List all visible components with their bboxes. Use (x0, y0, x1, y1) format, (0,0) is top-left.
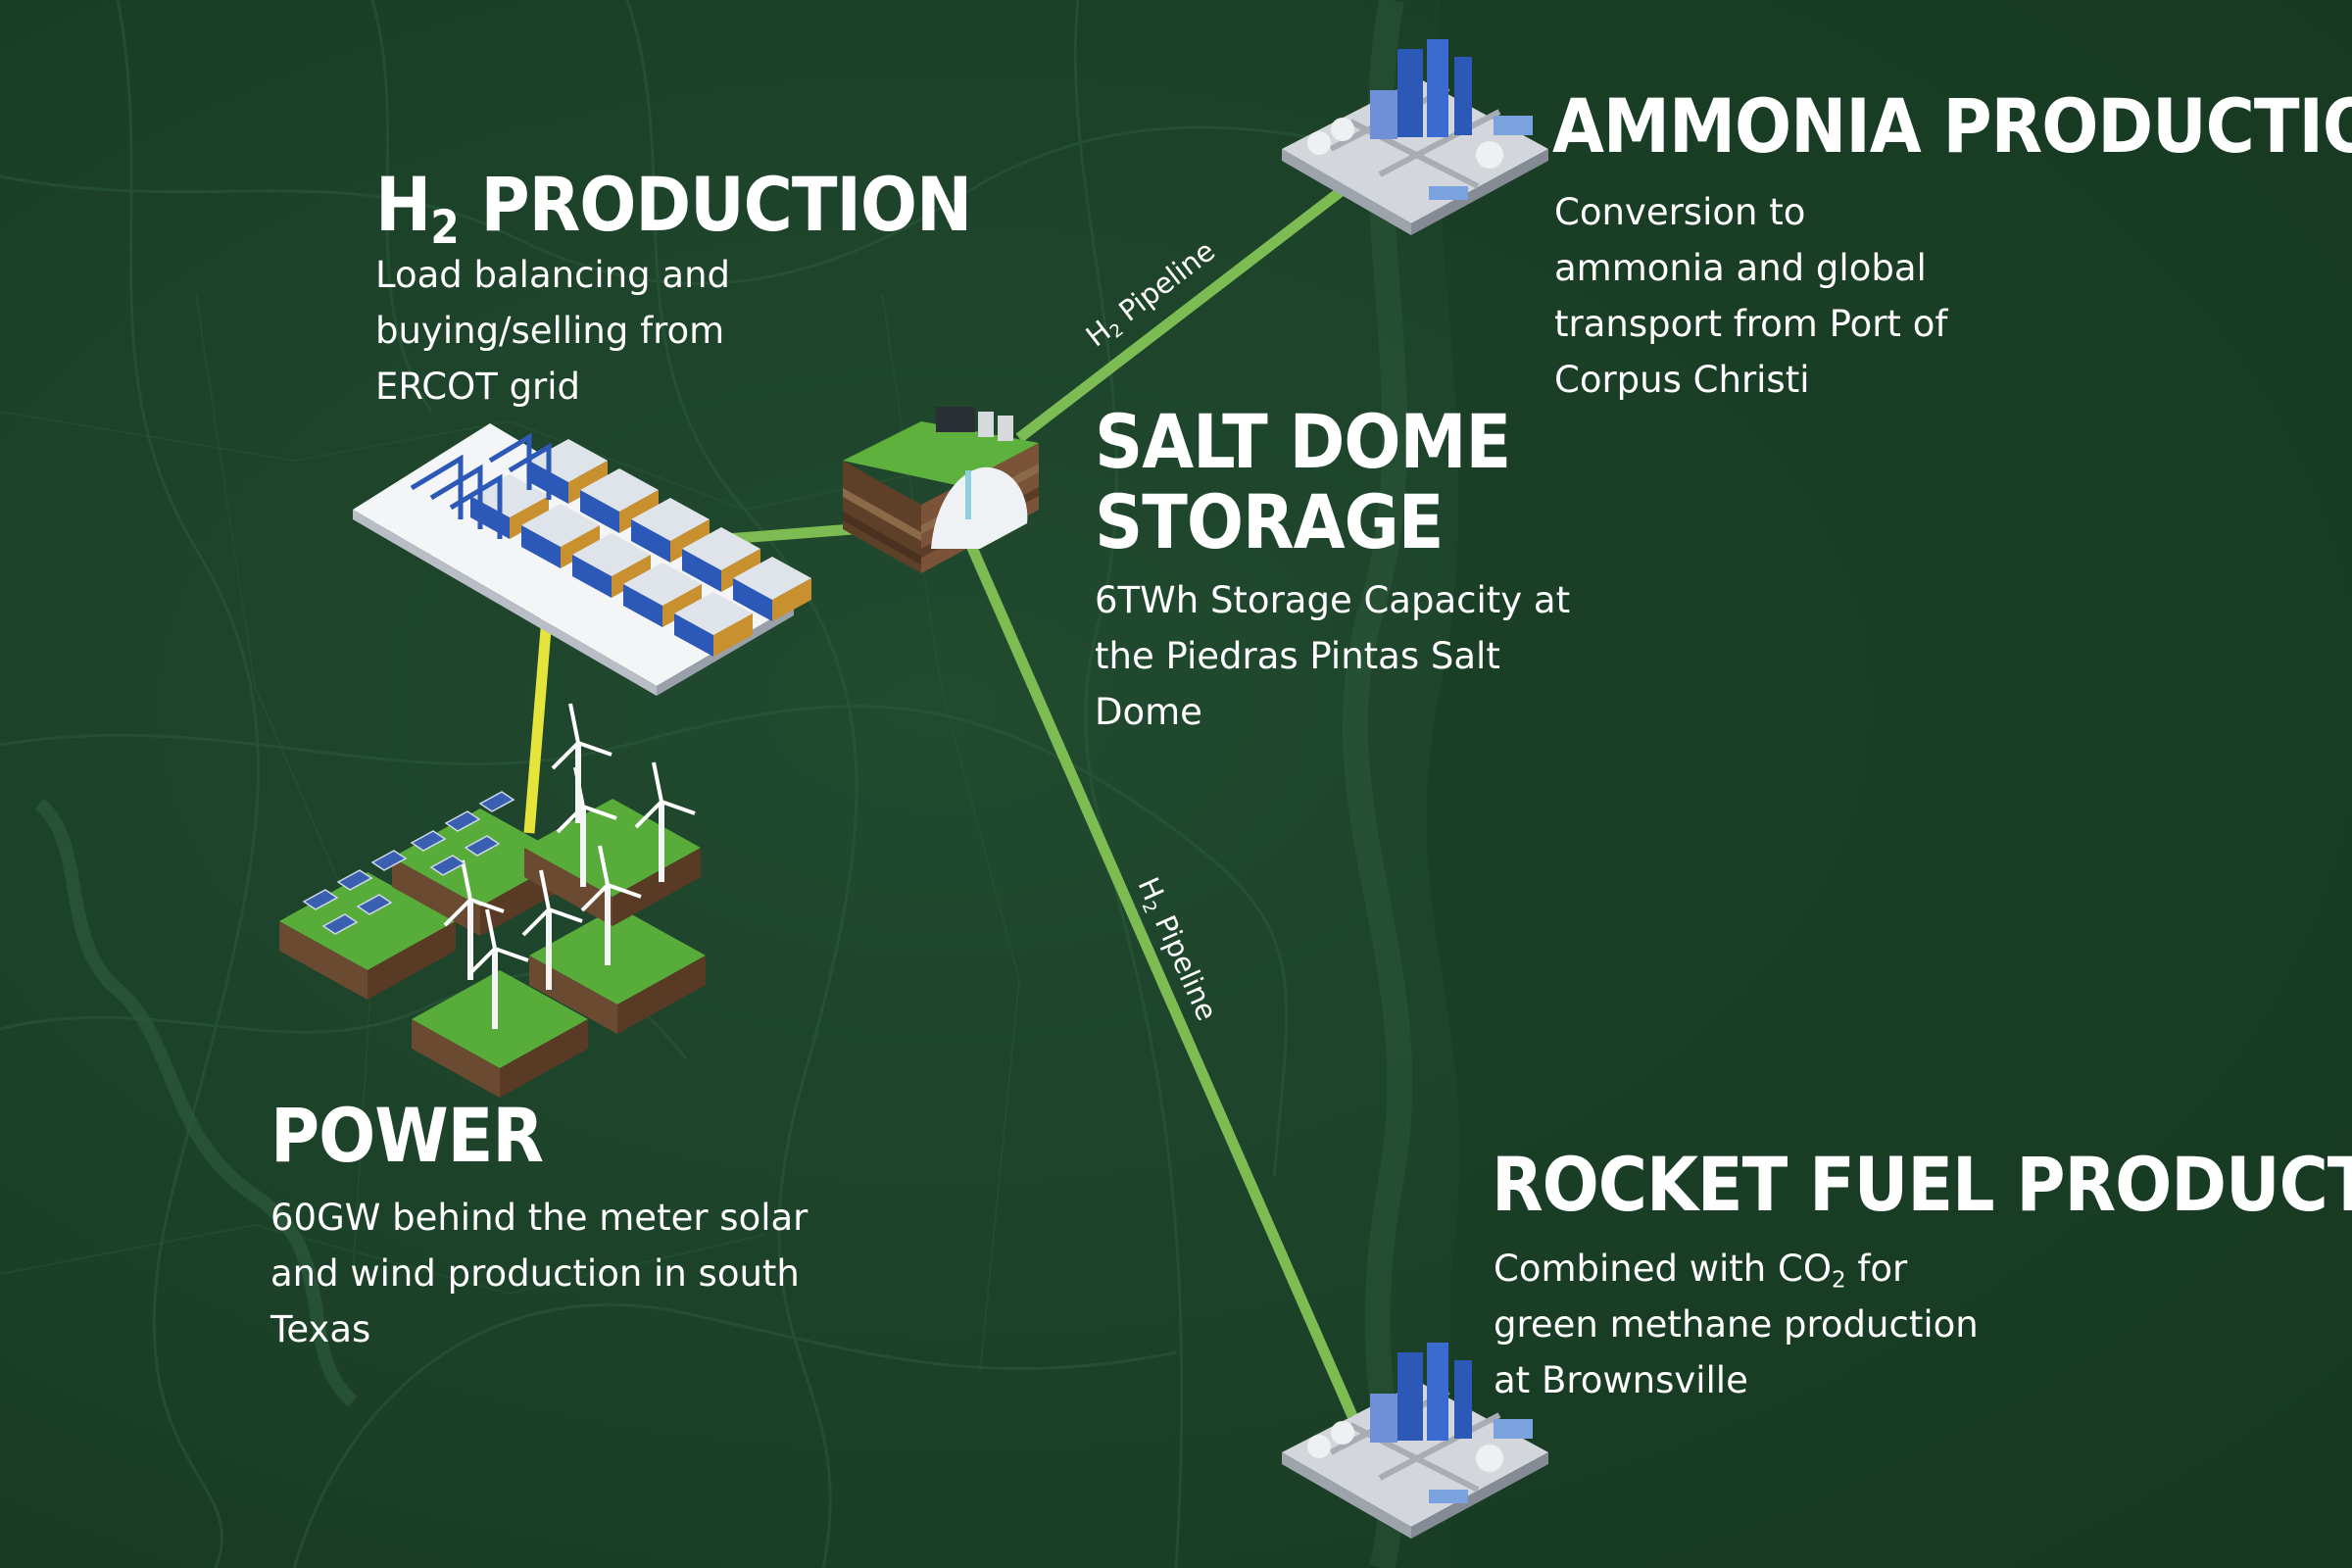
wind-turbine-blade (652, 761, 663, 803)
solar-panel-icon (410, 830, 447, 852)
soil-side (612, 848, 701, 926)
wind-turbine-blade (661, 800, 696, 815)
wind-turbine-blade (568, 703, 580, 744)
salt-dome-storage-description: 6TWh Storage Capacity at the Piedras Pin… (1095, 572, 1570, 740)
desc-line: at Brownsville (1494, 1359, 1748, 1401)
wind-turbine-blade (461, 859, 472, 901)
wind-turbine-blade (521, 907, 551, 937)
desc-line: ERCOT grid (375, 366, 581, 408)
desc-line: Texas (270, 1308, 371, 1350)
electrolyzer-unit-front (561, 525, 600, 568)
ammonia-production-description: Conversion to ammonia and global transpo… (1554, 184, 1947, 408)
wind-turbine-blade (607, 883, 642, 899)
desc-line: Corpus Christi (1554, 359, 1810, 401)
desc-line: Dome (1095, 691, 1202, 733)
title-line: STORAGE (1095, 478, 1444, 565)
power-title: POWER (270, 1092, 544, 1179)
electrolyzer-unit-side (733, 578, 772, 621)
desc-line: 60GW behind the meter solar (270, 1197, 808, 1239)
wind-turbine-blade (467, 947, 497, 976)
solar-panel-icon (321, 913, 359, 935)
h2-production-description: Load balancing and buying/selling from E… (375, 247, 730, 415)
electrolyzer-unit-front (772, 578, 811, 621)
soil-side (617, 956, 706, 1034)
power-description: 60GW behind the meter solar and wind pro… (270, 1190, 808, 1357)
pipeline-salt-dome-to-rocket (950, 507, 1358, 1419)
wind-turbine-blade (634, 800, 663, 829)
desc-line: buying/selling from (375, 310, 725, 352)
wind-turbine-blade (580, 883, 610, 912)
electrolyzer-unit-side (521, 525, 561, 568)
wind-turbine-blade (443, 898, 472, 927)
solar-panel-icon (302, 889, 339, 910)
wind-turbine-blade (469, 898, 505, 913)
solar-panel-icon (478, 791, 515, 812)
connectors (523, 181, 1358, 1419)
electrolyzer-plant-icon (353, 423, 811, 696)
soil-side (524, 848, 612, 926)
power-line-to-h2 (523, 616, 553, 834)
rocket-fuel-production-title: ROCKET FUEL PRODUCTION (1492, 1141, 2352, 1228)
wind-turbine-blade (582, 805, 617, 820)
wind-turbine-blade (539, 869, 551, 910)
electrolyzer-unit-side (631, 519, 670, 563)
electrolyzer-unit-side (580, 490, 619, 533)
electrolyzer-unit-front (568, 461, 608, 504)
wind-turbine-blade (494, 947, 529, 962)
electrolyzer-unit-front (612, 555, 651, 598)
title-line: SALT DOME (1095, 398, 1511, 485)
desc-line: Conversion to (1554, 191, 1806, 233)
desc-line: ammonia and global (1554, 247, 1927, 289)
chemical-plant-icon (1282, 39, 1548, 235)
electrolyzer-unit-front (713, 613, 753, 657)
salt-dome-storage-title: SALT DOME STORAGE (1095, 398, 1511, 565)
wind-turbine-blade (577, 741, 612, 757)
desc-line: green methane production (1494, 1303, 1979, 1346)
desc-line: Load balancing and (375, 254, 731, 296)
desc-line: transport from Port of (1554, 303, 1948, 345)
h2-production-title: H2 PRODUCTION (375, 161, 972, 256)
solar-panel-icon (464, 835, 501, 857)
chemical-plant-icon (1282, 1343, 1548, 1539)
solar-wind-farm-icon (279, 703, 706, 1098)
soil-side (392, 858, 480, 936)
salt-dome-cavern-icon (843, 407, 1039, 573)
soil-side (279, 921, 368, 1000)
electrolyzer-unit-front (670, 519, 710, 563)
solar-panel-icon (356, 894, 393, 915)
solar-panel-icon (336, 869, 373, 891)
solar-panel-icon (444, 810, 481, 832)
soil-side (500, 1019, 588, 1098)
electrolyzer-unit-side (682, 549, 721, 592)
soil-side (412, 1019, 500, 1098)
electrolyzer-unit-side (674, 613, 713, 657)
wind-turbine-blade (485, 908, 497, 950)
electrolyzer-unit-front (510, 496, 549, 539)
ammonia-production-title: AMMONIA PRODUCTION (1552, 82, 2352, 170)
electrolyzer-unit-front (721, 549, 760, 592)
pipeline-salt-dome-to-ammonia (1015, 181, 1351, 443)
rocket-fuel-production-description: Combined with CO2 for green methane prod… (1494, 1241, 1979, 1408)
wind-turbine-blade (551, 741, 580, 770)
desc-line: Combined with CO2 for (1494, 1248, 1908, 1294)
electrolyzer-unit-front (662, 584, 702, 627)
electrolyzer-unit-front (619, 490, 659, 533)
wind-turbine-blade (548, 907, 583, 923)
wind-turbine-blade (598, 845, 610, 886)
desc-line: and wind production in south (270, 1252, 800, 1295)
desc-line: the Piedras Pintas Salt (1095, 635, 1500, 677)
solar-panel-icon (429, 855, 466, 876)
solar-panel-icon (370, 850, 408, 871)
electrolyzer-unit-side (623, 584, 662, 627)
electrolyzer-unit-side (572, 555, 612, 598)
desc-line: 6TWh Storage Capacity at (1095, 579, 1571, 621)
soil-side (368, 921, 456, 1000)
